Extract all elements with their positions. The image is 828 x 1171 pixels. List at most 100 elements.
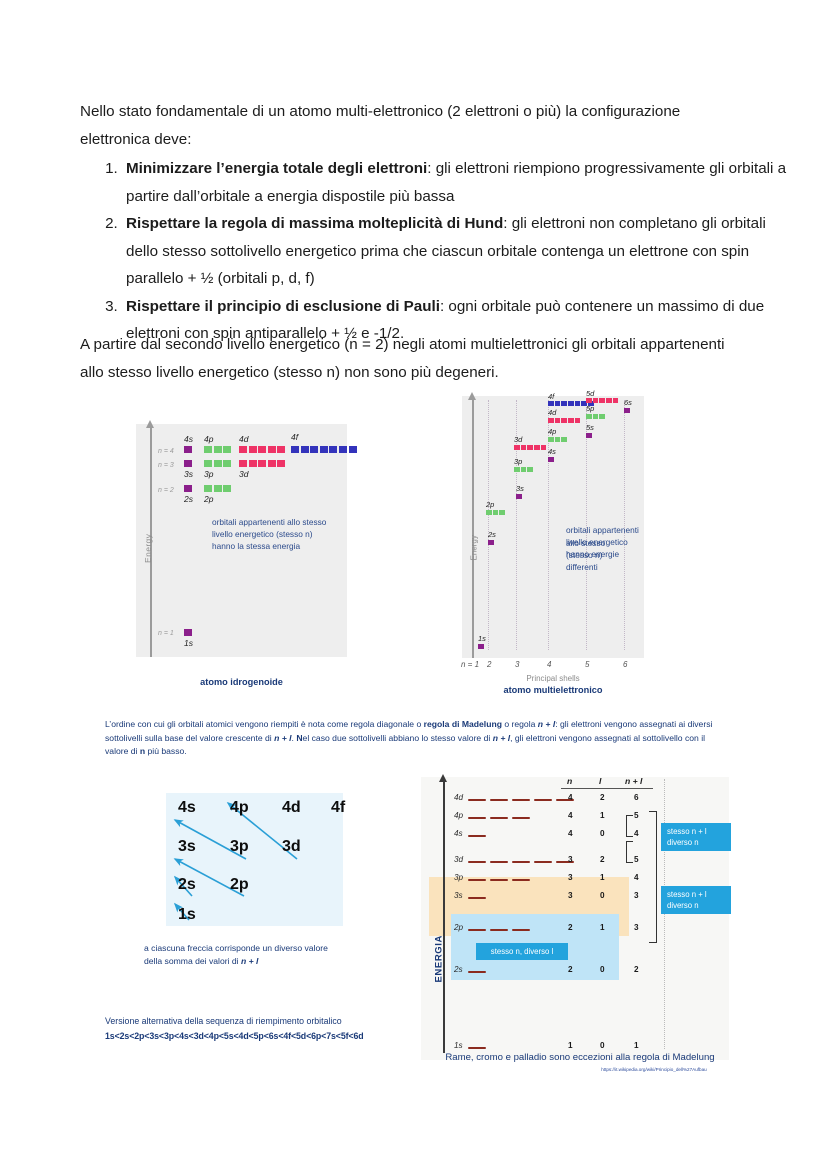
callout-mid-line2: diverso n: [667, 901, 699, 910]
shell-label-n2: n = 2: [158, 487, 174, 494]
orbital-label-3d: 3d: [514, 435, 523, 444]
orbital-block-1s: [478, 644, 485, 649]
callout-top-line2: diverso n: [667, 838, 699, 847]
orbital-label-4f: 4f: [291, 432, 299, 442]
level-dash: [490, 817, 508, 820]
brace-large: [649, 811, 657, 943]
level-label-3p: 3p: [454, 873, 464, 882]
orbital-label-3p: 3p: [204, 469, 214, 479]
level-dash: [512, 799, 530, 802]
orbital-label-4d: 4d: [239, 434, 249, 444]
orbital-block-3s: [184, 460, 194, 467]
list-item: Rispettare il principio di esclusione di…: [122, 293, 794, 348]
orbital-block-6s: [624, 408, 631, 413]
arrow-1s: [173, 902, 190, 921]
figure-note-line2: livello energetico (stesso n): [566, 537, 628, 560]
level-dash: [468, 879, 486, 882]
y-axis-label: Energy: [469, 535, 479, 561]
shell-label-n3: n = 3: [158, 462, 174, 469]
x-tick-6: 6: [623, 660, 628, 669]
mad-t5: el caso due sottolivelli abbiano lo stes…: [302, 732, 493, 743]
y-axis-label: Energy: [143, 533, 153, 563]
level-dash: [468, 835, 486, 838]
diag-label-3s: 3s: [178, 838, 196, 855]
gridline-shell4: [548, 400, 549, 650]
y-axis-label: ENERGIA: [433, 935, 445, 983]
orbital-block-3p: [204, 460, 233, 467]
alt-title: Versione alternativa della sequenza di r…: [105, 1016, 342, 1026]
value-n-3p: 3: [568, 873, 573, 882]
figure-caption-hydrogenoid: atomo idrogenoide: [200, 677, 283, 687]
diag-label-3p: 3p: [230, 838, 249, 855]
callout-top: stesso n + l diverso n: [661, 823, 731, 851]
level-dash: [490, 799, 508, 802]
value-l-1s: 0: [600, 1041, 605, 1050]
y-axis-arrow-icon: [439, 774, 447, 782]
gridline-shell2: [488, 400, 489, 650]
diag-label-1s: 1s: [178, 906, 196, 923]
orbital-label-4p: 4p: [548, 427, 557, 436]
y-axis-line: [150, 426, 152, 657]
orbital-block-2p: [204, 485, 233, 492]
figure-note-line2: livello energetico (stesso n): [212, 529, 313, 539]
diag-label-4d: 4d: [282, 799, 301, 816]
value-l-4d: 2: [600, 793, 605, 802]
orbital-label-3s: 3s: [184, 469, 193, 479]
rule-bold: Rispettare il principio di esclusione di…: [126, 297, 440, 315]
value-n-3s: 3: [568, 891, 573, 900]
x-axis-label: Principal shells: [526, 674, 580, 683]
figure-diagonal-caption: a ciascuna freccia corrisponde un divers…: [144, 942, 434, 968]
figure-note-line1: orbitali appartenenti allo stesso: [212, 517, 327, 527]
x-tick-4: 4: [547, 660, 552, 669]
level-label-2p: 2p: [454, 923, 464, 932]
value-nl-1s: 1: [634, 1041, 639, 1050]
diag-caption-italic: n + l: [240, 956, 259, 966]
orbital-block-3d: [514, 445, 547, 450]
mad-i3: n + l: [492, 732, 511, 743]
orbital-label-3p: 3p: [514, 457, 523, 466]
level-dash: [512, 861, 530, 864]
level-dash: [490, 929, 508, 932]
mad-t7: più basso.: [145, 746, 187, 757]
value-l-3p: 1: [600, 873, 605, 882]
level-dash: [468, 817, 486, 820]
mad-t2: o regola: [501, 719, 538, 729]
alternative-version-block: Versione alternativa della sequenza di r…: [105, 1014, 435, 1044]
diag-caption-pre: della somma dei valori di: [144, 956, 241, 966]
level-dash: [468, 799, 486, 802]
level-dash: [468, 971, 486, 974]
figure-caption-multielectron: atomo multielettronico: [503, 685, 603, 695]
figure-diagonal-rule: 4s 4p 4d 4f 3s 3p 3d 2s 2p 1s: [166, 793, 345, 926]
rule-bold: Minimizzare l’energia totale degli elett…: [126, 160, 428, 177]
orbital-label-4s: 4s: [184, 434, 193, 444]
y-axis-line: [472, 398, 474, 658]
x-tick-5: 5: [585, 660, 590, 669]
gridline-shell3: [516, 400, 517, 650]
callout-mid: stesso n + l diverso n: [661, 886, 731, 914]
diag-label-2s: 2s: [178, 876, 196, 893]
value-n-4p: 4: [568, 811, 573, 820]
diagonal-arrows-svg: [173, 801, 298, 921]
arrow-3d-4p: [226, 801, 298, 860]
x-tick-3: 3: [515, 660, 520, 669]
gridline-shell5: [586, 400, 587, 650]
level-dash: [534, 799, 552, 802]
orbital-block-5p: [586, 414, 606, 419]
source-url-link[interactable]: https://it.wikipedia.org/wiki/Principio_…: [601, 1067, 707, 1072]
arrow-2s: [173, 875, 193, 897]
rule-bold: Rispettare la regola di massima moltepli…: [126, 215, 504, 232]
value-nl-4p: 5: [634, 811, 639, 820]
exception-note: Rame, cromo e palladio sono eccezioni al…: [445, 1052, 715, 1063]
orbital-block-5d: [586, 398, 619, 403]
orbital-block-4d: [239, 446, 287, 453]
value-l-3s: 0: [600, 891, 605, 900]
intro-paragraph: Nello stato fondamentale di un atomo mul…: [80, 103, 681, 148]
orbital-block-4s: [548, 457, 555, 462]
level-dash: [534, 861, 552, 864]
callout-top-line1: stesso n + l: [667, 827, 707, 836]
level-dash: [468, 897, 486, 900]
level-dash: [468, 861, 486, 864]
diag-label-2p: 2p: [230, 876, 249, 893]
orbital-label-2p: 2p: [486, 500, 495, 509]
orbital-label-4s: 4s: [548, 447, 556, 456]
